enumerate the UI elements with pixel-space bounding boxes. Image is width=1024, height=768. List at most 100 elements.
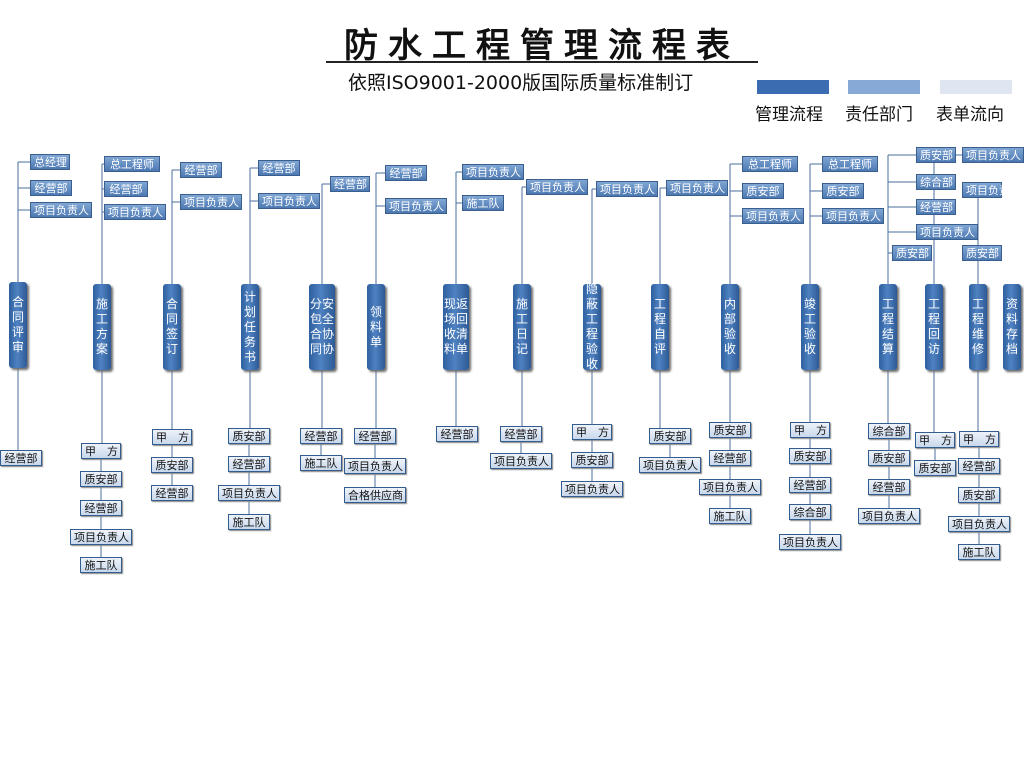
form-node: 质安部 — [151, 457, 193, 473]
process-step: 隐蔽工程验收 — [583, 282, 601, 371]
process-step: 施工日记 — [513, 284, 531, 370]
page-title: 防水工程管理流程表 — [344, 26, 740, 66]
department-node: 经营部 — [104, 181, 148, 197]
form-node: 质安部 — [649, 428, 691, 444]
process-step: 工程回访 — [925, 284, 943, 370]
form-node: 质安部 — [914, 460, 956, 476]
department-node: 经营部 — [330, 176, 370, 192]
department-node: 项目负责人 — [962, 182, 1021, 198]
form-node: 项目负责人 — [699, 479, 761, 495]
form-node: 项目负责人 — [344, 458, 406, 474]
form-node: 项目负责人 — [639, 457, 701, 473]
process-step: 计划任务书 — [241, 284, 259, 370]
department-node: 总工程师 — [742, 156, 798, 172]
department-node: 总工程师 — [822, 156, 878, 172]
process-step: 工程自评 — [651, 284, 669, 370]
process-step-label: 计划任务书 — [243, 289, 256, 364]
department-node: 项目负责人 — [180, 194, 242, 210]
process-step: 工程结算 — [879, 284, 897, 370]
process-step: 内部验收 — [721, 284, 739, 370]
department-node: 项目负责人 — [462, 164, 524, 180]
process-step-label: 内部验收 — [723, 297, 736, 356]
process-step-label: 合同评审 — [11, 295, 24, 354]
title-underline — [326, 61, 758, 63]
legend-label-process: 管理流程 — [755, 105, 823, 125]
form-node: 施工队 — [958, 544, 1000, 560]
page-subtitle: 依照ISO9001-2000版国际质量标准制订 — [348, 72, 694, 94]
department-node: 经营部 — [180, 162, 222, 178]
legend-swatch-form — [940, 80, 1012, 94]
form-node: 经营部 — [151, 485, 193, 501]
department-node: 总工程师 — [104, 156, 160, 172]
form-node: 经营部 — [958, 458, 1000, 474]
form-node: 甲 方 — [915, 432, 955, 448]
department-node: 项目负责人 — [666, 180, 728, 196]
form-node: 质安部 — [958, 487, 1000, 503]
legend-swatch-process — [757, 80, 829, 94]
department-node: 项目负责人 — [596, 181, 658, 197]
legend-label-department: 责任部门 — [845, 105, 913, 125]
form-node: 合格供应商 — [344, 487, 406, 503]
form-node: 综合部 — [868, 423, 910, 439]
form-node: 甲 方 — [790, 422, 830, 438]
form-node: 甲 方 — [81, 443, 121, 459]
process-step: 现返场回收清料单 — [443, 284, 469, 370]
process-step-label: 工程自评 — [653, 297, 666, 356]
department-node: 经营部 — [916, 199, 956, 215]
department-node: 质安部 — [916, 147, 956, 163]
department-node: 项目负责人 — [30, 202, 92, 218]
form-node: 质安部 — [789, 448, 831, 464]
department-node: 项目负责人 — [526, 179, 588, 195]
process-step-label: 工程维修 — [971, 297, 984, 356]
form-node: 经营部 — [709, 450, 751, 466]
form-node: 施工队 — [80, 557, 122, 573]
department-node: 质安部 — [962, 245, 1002, 261]
process-step: 资料存档 — [1003, 284, 1021, 370]
department-node: 质安部 — [822, 183, 864, 199]
form-node: 质安部 — [709, 422, 751, 438]
form-node: 项目负责人 — [218, 485, 280, 501]
form-node: 质安部 — [868, 450, 910, 466]
process-step: 施工方案 — [93, 284, 111, 370]
process-step-label: 施工日记 — [515, 297, 528, 356]
form-node: 甲 方 — [572, 424, 612, 440]
form-node: 经营部 — [789, 477, 831, 493]
form-node: 经营部 — [500, 426, 542, 442]
process-step: 领料单 — [367, 284, 385, 370]
department-node: 项目负责人 — [385, 198, 447, 214]
department-node: 项目负责人 — [962, 147, 1024, 163]
form-node: 项目负责人 — [561, 481, 623, 497]
process-step-label: 合同签订 — [165, 297, 178, 356]
department-node: 项目负责人 — [104, 204, 166, 220]
legend-label-form: 表单流向 — [936, 105, 1004, 125]
form-node: 施工队 — [300, 455, 342, 471]
form-node: 综合部 — [789, 504, 831, 520]
process-step-label: 工程结算 — [881, 297, 894, 356]
department-node: 项目负责人 — [916, 224, 978, 240]
form-node: 甲 方 — [152, 429, 192, 445]
form-node: 项目负责人 — [70, 529, 132, 545]
department-node: 经营部 — [30, 180, 72, 196]
process-step: 分安包全合协同协 — [309, 284, 335, 370]
form-node: 经营部 — [354, 428, 396, 444]
process-step: 竣工验收 — [801, 284, 819, 370]
process-step: 工程维修 — [969, 284, 987, 370]
form-node: 质安部 — [80, 471, 122, 487]
department-node: 总经理 — [30, 154, 70, 170]
form-node: 经营部 — [0, 450, 42, 466]
legend-swatch-department — [848, 80, 920, 94]
form-node: 甲 方 — [959, 431, 999, 447]
department-node: 质安部 — [892, 245, 932, 261]
department-node: 综合部 — [916, 174, 956, 190]
process-step: 合同评审 — [9, 282, 27, 368]
form-node: 质安部 — [228, 428, 270, 444]
department-node: 质安部 — [742, 183, 784, 199]
process-step-label: 资料存档 — [1005, 297, 1018, 356]
form-node: 质安部 — [571, 452, 613, 468]
form-node: 经营部 — [868, 479, 910, 495]
process-step-label: 施工方案 — [95, 297, 108, 356]
form-node: 施工队 — [709, 508, 751, 524]
process-step-label: 分安包全合协同协 — [309, 297, 334, 356]
form-node: 项目负责人 — [858, 508, 920, 524]
